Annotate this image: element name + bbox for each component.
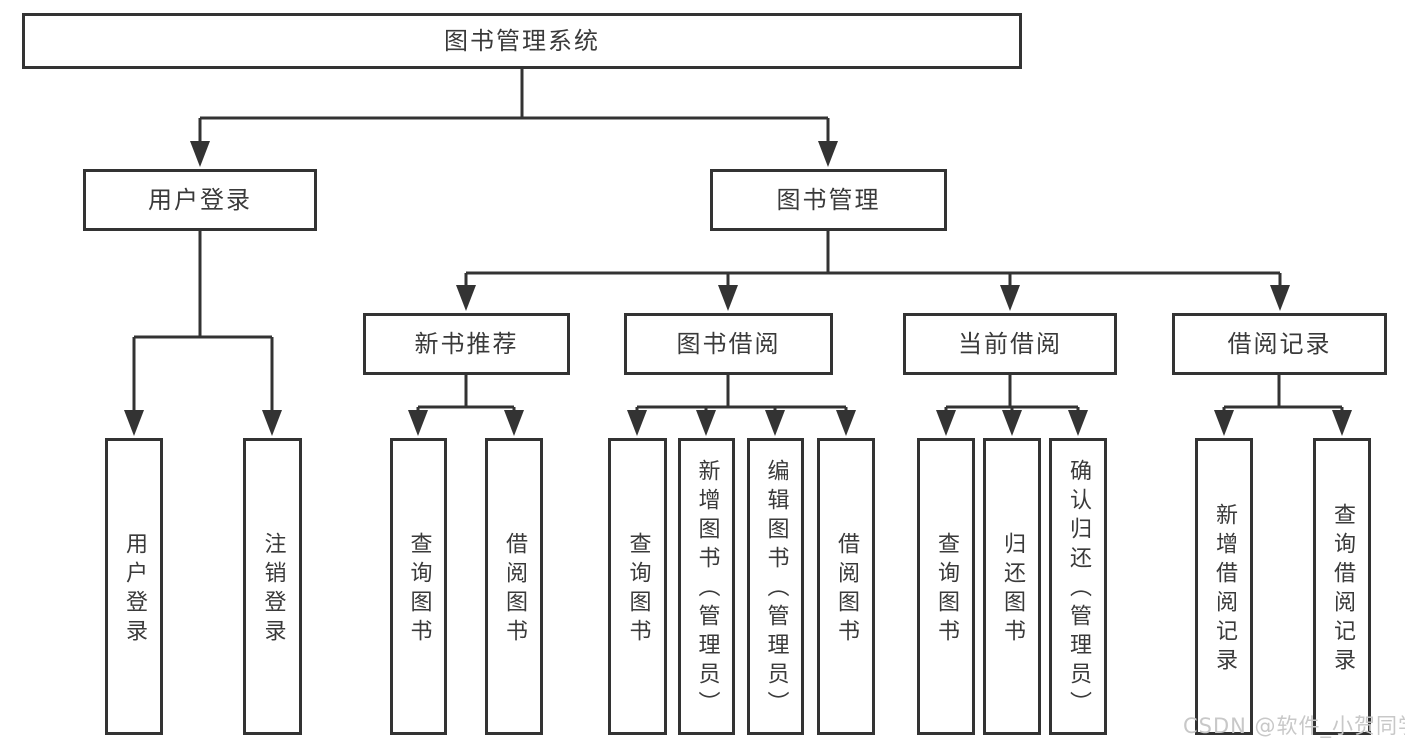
connector-root: [198, 69, 830, 160]
node-leaf-bb-edit-book-admin: 编辑图书（管理员）: [747, 438, 804, 735]
arrowhead-icon: [456, 285, 476, 311]
arrowhead-icon: [124, 410, 144, 436]
arrowhead-icon: [936, 410, 956, 436]
node-book-borrow: 图书借阅: [624, 313, 833, 375]
connector-book-mgmt: [464, 231, 1282, 303]
arrowhead-icon: [765, 410, 785, 436]
arrowhead-icon: [1068, 410, 1088, 436]
connector-new-book: [416, 375, 516, 428]
connector-user-login: [132, 231, 274, 428]
node-leaf-cb-query-book: 查询图书: [917, 438, 975, 735]
arrowhead-icon: [1332, 410, 1352, 436]
arrowhead-icon: [504, 410, 524, 436]
node-root-system: 图书管理系统: [22, 13, 1022, 69]
arrowhead-icon: [1214, 410, 1234, 436]
node-leaf-bb-borrow-book: 借阅图书: [817, 438, 875, 735]
node-leaf-nb-query-book: 查询图书: [390, 438, 447, 735]
node-current-borrow: 当前借阅: [903, 313, 1117, 375]
arrowhead-icon: [627, 410, 647, 436]
node-book-management: 图书管理: [710, 169, 947, 231]
arrowhead-icon: [836, 410, 856, 436]
watermark: CSDN @软件_小贺同学: [1183, 714, 1405, 738]
arrowheads: [124, 141, 1352, 436]
arrowhead-icon: [1000, 285, 1020, 311]
node-leaf-logout: 注销登录: [243, 438, 302, 735]
node-leaf-bb-add-book-admin: 新增图书（管理员）: [678, 438, 735, 735]
node-leaf-nb-borrow-book: 借阅图书: [485, 438, 543, 735]
connector-book-borrow: [635, 375, 848, 428]
arrowhead-icon: [818, 141, 838, 167]
connector-borrow-records: [1222, 375, 1344, 428]
node-leaf-br-query-record: 查询借阅记录: [1313, 438, 1371, 735]
arrowhead-icon: [190, 141, 210, 167]
arrowhead-icon: [408, 410, 428, 436]
node-borrow-records: 借阅记录: [1172, 313, 1387, 375]
node-leaf-cb-return-book: 归还图书: [983, 438, 1041, 735]
node-leaf-user-login: 用户登录: [105, 438, 163, 735]
arrowhead-icon: [1002, 410, 1022, 436]
arrowhead-icon: [1270, 285, 1290, 311]
node-leaf-cb-confirm-return-admin: 确认归还（管理员）: [1049, 438, 1107, 735]
arrowhead-icon: [696, 410, 716, 436]
node-new-book-recommend: 新书推荐: [363, 313, 570, 375]
arrowhead-icon: [262, 410, 282, 436]
node-leaf-br-add-record: 新增借阅记录: [1195, 438, 1253, 735]
node-leaf-bb-query-book: 查询图书: [608, 438, 667, 735]
arrowhead-icon: [718, 285, 738, 311]
node-user-login: 用户登录: [83, 169, 317, 231]
